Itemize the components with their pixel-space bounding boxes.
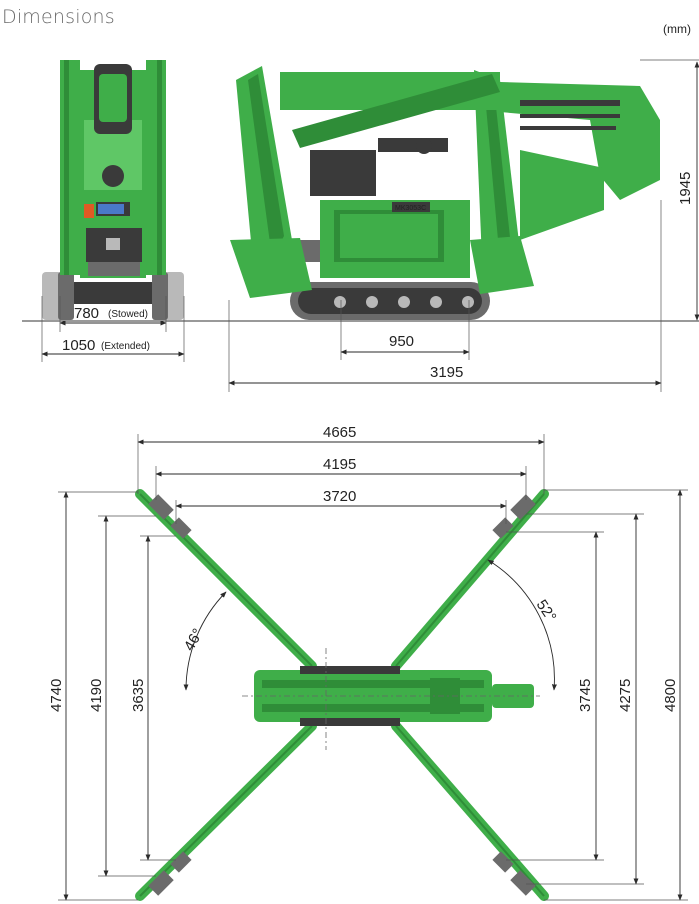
top-horizontal-dimensions (137, 434, 545, 524)
model-label: MK3053C (395, 205, 426, 212)
width-extended-note: (Extended) (101, 341, 150, 352)
span-inner-value: 3720 (323, 488, 356, 505)
unit-label: (mm) (663, 22, 691, 36)
right-height-outer-value: 4800 (662, 679, 679, 712)
span-mid-value: 4195 (323, 456, 356, 473)
angle-left-value: 46° (181, 626, 207, 654)
right-height-inner-value: 3745 (577, 679, 594, 712)
angle-right-value: 52° (533, 597, 560, 625)
front-view-machine (42, 60, 184, 320)
overall-length-value: 3195 (430, 364, 463, 381)
right-height-mid-value: 4275 (617, 679, 634, 712)
page-title: Dimensions (2, 6, 115, 28)
top-view-machine (135, 489, 549, 901)
side-dimensions (228, 59, 699, 392)
track-length-value: 950 (389, 333, 414, 350)
width-extended-value: 1050 (62, 337, 95, 354)
top-left-vertical-dimensions (58, 491, 176, 901)
front-dimensions (41, 296, 185, 362)
left-height-mid-value: 4190 (88, 679, 105, 712)
span-outer-value: 4665 (323, 424, 356, 441)
top-right-vertical-dimensions (506, 489, 688, 901)
width-stowed-note: (Stowed) (108, 309, 148, 320)
side-view-machine (230, 66, 660, 320)
height-value: 1945 (677, 172, 694, 205)
angle-arcs (183, 559, 557, 691)
width-stowed-value: 780 (74, 305, 99, 322)
left-height-outer-value: 4740 (48, 679, 65, 712)
left-height-inner-value: 3635 (130, 679, 147, 712)
